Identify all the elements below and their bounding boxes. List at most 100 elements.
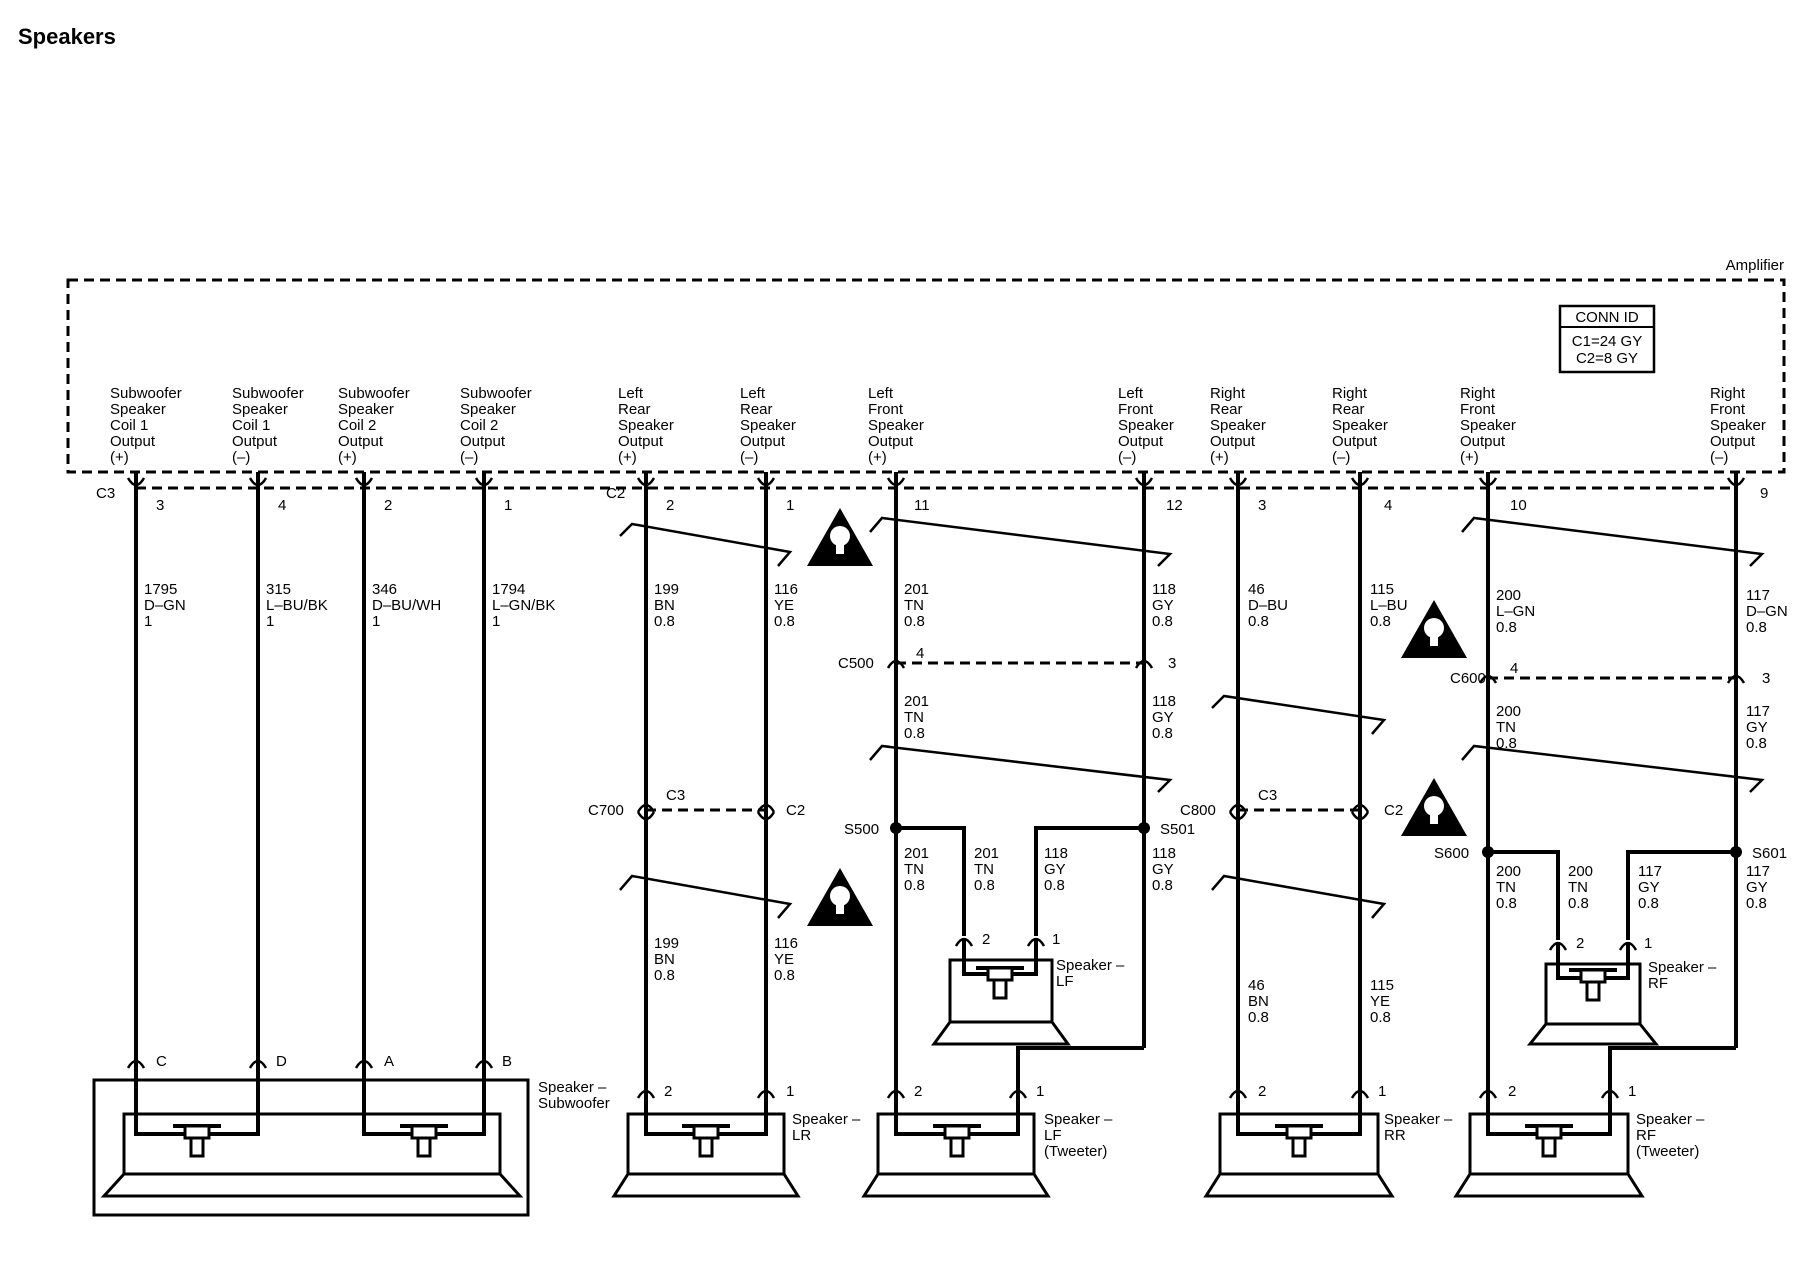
connector-c3-label: C3 bbox=[96, 485, 115, 502]
top-pin-numbers: 3 4 2 1 2 1 11 12 3 4 10 9 bbox=[156, 485, 1768, 514]
connector-c2-label: C2 bbox=[606, 485, 625, 502]
svg-text:2: 2 bbox=[664, 1083, 672, 1100]
svg-text:46D–BU0.8: 46D–BU0.8 bbox=[1248, 581, 1288, 630]
page-title: Speakers bbox=[18, 24, 116, 49]
svg-text:1: 1 bbox=[1378, 1083, 1386, 1100]
svg-text:C3: C3 bbox=[1258, 787, 1277, 804]
svg-text:2: 2 bbox=[384, 497, 392, 514]
conn-id-header: CONN ID bbox=[1575, 309, 1639, 326]
svg-text:12: 12 bbox=[1166, 497, 1183, 514]
svg-text:1: 1 bbox=[786, 1083, 794, 1100]
warning-icon bbox=[807, 508, 873, 566]
connector-c700-label: C700 bbox=[588, 802, 624, 819]
svg-text:Speaker –LF: Speaker –LF bbox=[1056, 957, 1125, 990]
rf-tweeter-speaker bbox=[1453, 1098, 1645, 1198]
svg-text:2: 2 bbox=[982, 931, 990, 948]
conn-id-c1: C1=24 GY bbox=[1572, 333, 1642, 350]
svg-text:1: 1 bbox=[1052, 931, 1060, 948]
splice-points bbox=[890, 822, 1742, 858]
svg-text:3: 3 bbox=[156, 497, 164, 514]
svg-text:3: 3 bbox=[1762, 670, 1770, 687]
svg-text:Speaker –LF(Tweeter): Speaker –LF(Tweeter) bbox=[1044, 1111, 1113, 1160]
mid-terminals bbox=[636, 658, 1746, 824]
svg-text:4: 4 bbox=[1510, 660, 1518, 677]
conn-id-box: CONN ID C1=24 GY C2=8 GY bbox=[1558, 304, 1656, 374]
svg-text:1: 1 bbox=[504, 497, 512, 514]
svg-text:B: B bbox=[502, 1053, 512, 1070]
svg-text:Speaker –LR: Speaker –LR bbox=[792, 1111, 861, 1144]
svg-text:11: 11 bbox=[914, 497, 930, 514]
mid-pin-numbers: 4 3 4 3 C3 C2 C3 C2 bbox=[666, 645, 1770, 819]
subwoofer-speaker bbox=[92, 1068, 530, 1217]
connector-c600-label: C600 bbox=[1450, 670, 1486, 687]
svg-text:1: 1 bbox=[1628, 1083, 1636, 1100]
svg-text:9: 9 bbox=[1760, 485, 1768, 502]
svg-text:A: A bbox=[384, 1053, 394, 1070]
warning-icon bbox=[1401, 600, 1467, 658]
conn-id-c2: C2=8 GY bbox=[1576, 350, 1638, 367]
warning-icon bbox=[807, 868, 873, 926]
svg-text:2: 2 bbox=[1576, 935, 1584, 952]
svg-text:3: 3 bbox=[1258, 497, 1266, 514]
svg-text:Speaker –Subwoofer: Speaker –Subwoofer bbox=[538, 1079, 610, 1112]
svg-text:3: 3 bbox=[1168, 655, 1176, 672]
svg-text:1: 1 bbox=[786, 497, 794, 514]
svg-text:2: 2 bbox=[666, 497, 674, 514]
twisted-pair-marks bbox=[619, 516, 1765, 919]
amplifier-label: Amplifier bbox=[1726, 257, 1784, 274]
connector-c500-label: C500 bbox=[838, 655, 874, 672]
svg-text:D: D bbox=[276, 1053, 287, 1070]
speaker-terminals bbox=[126, 936, 1638, 1100]
lf-speaker bbox=[931, 946, 1071, 1046]
warning-icon bbox=[1401, 778, 1467, 836]
wire-lines bbox=[134, 472, 1738, 1092]
svg-text:1: 1 bbox=[1644, 935, 1652, 952]
svg-text:C2: C2 bbox=[1384, 802, 1403, 819]
svg-text:4: 4 bbox=[1384, 497, 1392, 514]
rr-speaker bbox=[1203, 1098, 1395, 1198]
lr-speaker bbox=[611, 1098, 801, 1198]
svg-text:Speaker –RF: Speaker –RF bbox=[1648, 959, 1717, 992]
rf-speaker bbox=[1526, 950, 1660, 1046]
splice-s500-label: S500 bbox=[844, 821, 879, 838]
svg-text:4: 4 bbox=[278, 497, 286, 514]
connector-c800-label: C800 bbox=[1180, 802, 1216, 819]
